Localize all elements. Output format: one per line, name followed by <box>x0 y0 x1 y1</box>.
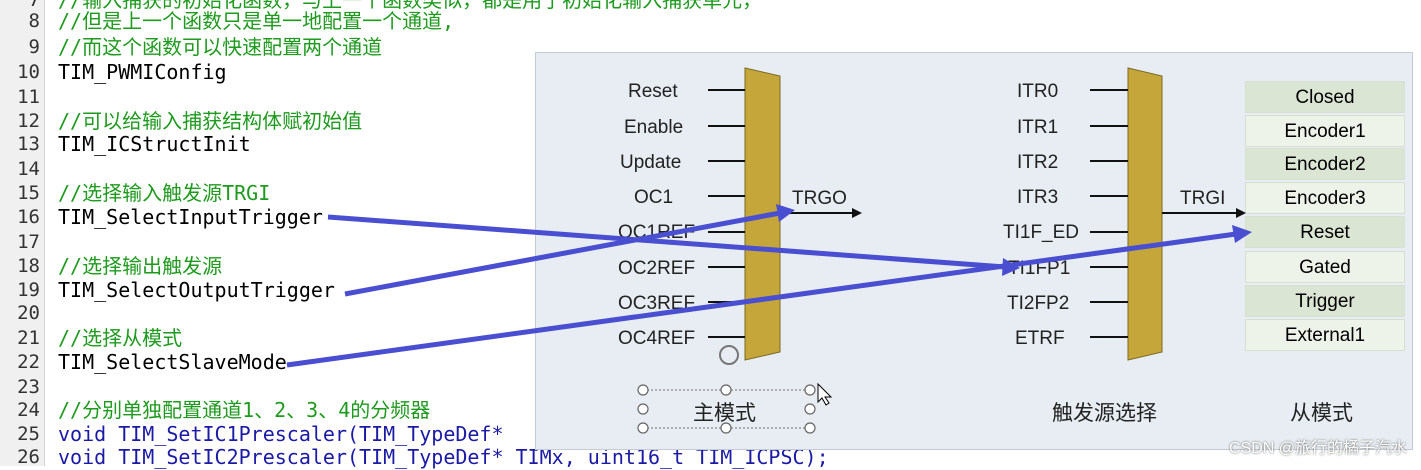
slave-mode-item: Encoder2 <box>1245 148 1405 180</box>
line-number: 11 <box>17 86 40 108</box>
trigger-input-label: ITR2 <box>1017 152 1059 173</box>
code-line: TIM_PWMIConfig <box>58 60 227 84</box>
code-line: TIM_SelectInputTrigger <box>58 205 323 229</box>
trigger-input-label: ITR1 <box>1017 117 1059 138</box>
slave-mode-item: Gated <box>1245 251 1405 283</box>
line-number: 13 <box>17 133 40 155</box>
slave-mode-item: Reset <box>1245 216 1405 248</box>
line-number: 24 <box>17 399 40 421</box>
line-number: 26 <box>17 446 40 468</box>
trigger-input-label: ETRF <box>1015 328 1065 349</box>
trigger-input-lines <box>1090 89 1128 338</box>
master-input-label: OC3REF <box>618 293 696 314</box>
line-number: 20 <box>17 302 40 324</box>
trgo-label: TRGO <box>792 188 847 209</box>
slave-mode-caption: 从模式 <box>1290 402 1353 425</box>
arrowhead-icon <box>1002 258 1020 276</box>
line-number: 25 <box>17 423 40 445</box>
line-number: 18 <box>17 255 40 277</box>
line-number: 12 <box>17 110 40 132</box>
line-number: 21 <box>17 327 40 349</box>
selection-handles <box>637 345 816 434</box>
slave-mode-item: Trigger <box>1245 285 1405 317</box>
line-number: 14 <box>17 158 40 180</box>
master-input-label: Update <box>620 152 682 173</box>
line-number: 10 <box>17 61 40 83</box>
slave-mode-item: Encoder1 <box>1245 115 1405 147</box>
code-line: //但是上一个函数只是单一地配置一个通道, <box>58 9 455 33</box>
trigger-input-label: TI1F_ED <box>1003 222 1080 243</box>
trgi-label: TRGI <box>1180 188 1226 209</box>
code-line: //选择输出触发源 <box>58 254 223 278</box>
code-line: //输入捕获的初始化函数，与上一个函数类似，都是用于初始化输入捕获单元， <box>58 0 763 12</box>
trgi-arrowhead <box>1236 208 1246 218</box>
annotation-arrows <box>286 210 1237 368</box>
trigger-input-label: TI2FP2 <box>1007 293 1070 314</box>
slave-mode-item: Closed <box>1245 81 1405 113</box>
code-line: TIM_SelectSlaveMode <box>58 350 287 374</box>
line-number: 19 <box>17 279 40 301</box>
line-number: 9 <box>28 36 40 58</box>
line-number-gutter: 7 8 9 10 11 12 13 14 15 16 17 18 19 20 2… <box>0 0 45 468</box>
trigger-source-caption: 触发源选择 <box>1052 402 1157 425</box>
code-line: //而这个函数可以快速配置两个通道 <box>58 35 383 59</box>
arrowhead-icon <box>776 204 795 222</box>
code-line: void TIM_SetIC1Prescaler(TIM_TypeDef* <box>58 422 504 446</box>
code-line: //选择从模式 <box>58 326 183 350</box>
master-input-lines <box>708 89 745 338</box>
code-line: TIM_SelectOutputTrigger <box>58 278 335 302</box>
trigger-input-label: ITR3 <box>1017 187 1059 208</box>
line-number: 16 <box>17 206 40 228</box>
master-mode-caption[interactable]: 主模式 <box>693 402 756 425</box>
trigger-input-label: ITR0 <box>1017 81 1059 102</box>
master-input-label: OC2REF <box>618 258 696 279</box>
line-number: 15 <box>17 182 40 204</box>
code-line: //选择输入触发源TRGI <box>58 181 271 205</box>
master-input-label: Enable <box>624 117 684 138</box>
master-input-label: Reset <box>628 81 678 102</box>
line-number: 22 <box>17 351 40 373</box>
master-input-label: OC4REF <box>618 328 696 349</box>
slave-mode-item: Encoder3 <box>1245 182 1405 214</box>
line-number: 17 <box>17 231 40 253</box>
slave-mode-item: External1 <box>1245 319 1405 351</box>
code-line: //可以给输入捕获结构体赋初始值 <box>58 109 363 133</box>
trigger-mux-shape <box>1127 67 1163 361</box>
line-number: 8 <box>28 10 40 32</box>
line-number: 7 <box>28 0 40 11</box>
arrowhead-icon <box>1232 225 1252 243</box>
code-line: TIM_ICStructInit <box>58 132 251 156</box>
line-number: 23 <box>17 376 40 398</box>
mouse-cursor-icon <box>817 382 833 406</box>
master-input-label: OC1 <box>634 187 674 208</box>
trgo-arrowhead <box>852 208 862 218</box>
code-line: //分别单独配置通道1、2、3、4的分频器 <box>58 398 431 422</box>
csdn-watermark: CSDN @旅行的橘子汽水 <box>1228 440 1407 457</box>
